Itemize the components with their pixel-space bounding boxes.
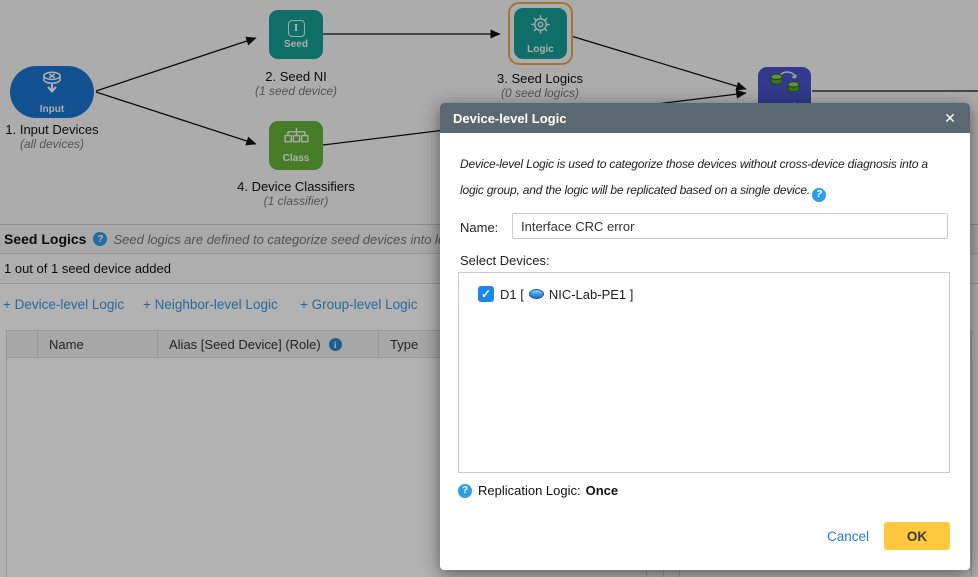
help-icon[interactable]: ? <box>93 232 108 246</box>
logic-highlight-ring <box>508 2 573 65</box>
help-icon[interactable]: ? <box>812 187 827 202</box>
replication-logic-row: ? Replication Logic: Once <box>458 483 618 498</box>
device-alias: D1 [ <box>500 286 524 302</box>
dialog-title: Device-level Logic <box>453 110 567 126</box>
section-description: Seed logics are defined to categorize se… <box>113 231 509 247</box>
device-level-logic-dialog: Device-level Logic ✕ Device-level Logic … <box>440 103 970 570</box>
classifier-tree-icon <box>283 127 309 151</box>
node-seed-subtitle: (1 seed device) <box>254 84 338 98</box>
replication-label: Replication Logic: <box>478 483 581 498</box>
seed-i-icon: I <box>287 19 305 37</box>
node-badge: Logic <box>527 44 554 55</box>
device-listbox: ✓ D1 [ NIC-Lab-PE1 ] <box>458 272 950 473</box>
node-class-title: 4. Device Classifiers <box>237 179 355 194</box>
dialog-description-line1: Device-level Logic is used to categorize… <box>460 157 928 171</box>
table-header-type: Type <box>390 337 419 352</box>
node-logic-subtitle: (0 seed logics) <box>500 86 580 100</box>
cancel-button[interactable]: Cancel <box>827 529 870 544</box>
info-icon[interactable]: i <box>328 338 342 351</box>
gear-icon <box>528 12 553 42</box>
replication-value: Once <box>585 483 619 498</box>
table-header-alias: Alias [Seed Device] (Role) i <box>158 331 379 358</box>
table-header-name: Name <box>38 331 158 358</box>
name-label: Name: <box>460 220 499 235</box>
close-icon[interactable]: ✕ <box>944 109 956 126</box>
node-seed-logics[interactable]: Logic <box>514 8 567 59</box>
dialog-header: Device-level Logic ✕ <box>440 103 970 133</box>
node-seed-ni[interactable]: I Seed <box>269 10 323 59</box>
table-header-empty <box>7 331 38 358</box>
node-logic-title: 3. Seed Logics <box>496 71 583 86</box>
node-badge: Class <box>282 153 310 164</box>
node-badge: Input <box>39 103 65 115</box>
device-hostname: NIC-Lab-PE1 ] <box>548 286 634 302</box>
device-list-item[interactable]: ✓ D1 [ NIC-Lab-PE1 ] <box>478 286 949 302</box>
ok-button[interactable]: OK <box>884 522 950 550</box>
node-device-classifiers[interactable]: Class <box>269 121 323 170</box>
add-neighbor-level-logic-link[interactable]: + Neighbor-level Logic <box>143 297 278 312</box>
add-device-level-logic-link[interactable]: + Device-level Logic <box>3 297 125 312</box>
node-badge: Seed <box>284 38 308 50</box>
router-device-icon <box>528 289 544 299</box>
node-seed-title: 2. Seed NI <box>265 69 327 84</box>
node-input-subtitle: (all devices) <box>19 137 85 151</box>
node-input-title: 1. Input Devices <box>5 122 99 137</box>
checkbox-checked-icon[interactable]: ✓ <box>478 286 494 302</box>
section-title: Seed Logics <box>4 231 87 247</box>
add-group-level-logic-link[interactable]: + Group-level Logic <box>300 297 418 312</box>
replicate-disks-icon <box>768 70 802 100</box>
dialog-description-line2: logic group, and the logic will be repli… <box>460 183 827 202</box>
node-class-subtitle: (1 classifier) <box>263 194 329 208</box>
input-funnel-icon <box>39 70 65 102</box>
help-icon[interactable]: ? <box>458 483 472 498</box>
status-text: 1 out of 1 seed device added <box>4 261 171 276</box>
node-input-devices[interactable]: Input <box>10 66 94 118</box>
select-devices-label: Select Devices: <box>460 253 550 268</box>
name-input[interactable] <box>512 213 948 239</box>
